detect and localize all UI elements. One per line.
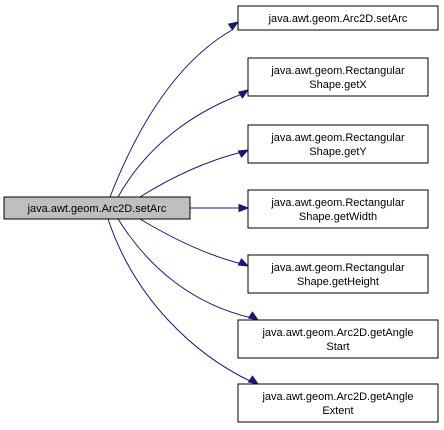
target-node-label-line-1: java.awt.geom.Rectangular [270, 132, 405, 144]
target-node-arc2d-setarc[interactable]: java.awt.geom.Arc2D.setArc [237, 5, 439, 31]
target-node-label-line-2: Shape.getY [309, 146, 367, 158]
target-node-label-line-2: Shape.getWidth [299, 211, 377, 223]
arrowhead-icon [237, 257, 250, 267]
edge-to-arc2d-setarc [109, 29, 233, 198]
target-node-label-line-1: java.awt.geom.Arc2D.getAngle [261, 327, 413, 339]
target-node-getheight[interactable]: java.awt.geom.Rectangular Shape.getHeigh… [247, 254, 429, 294]
target-node-box [247, 254, 429, 294]
arrowhead-icon [247, 311, 260, 321]
arrowhead-icon [237, 89, 250, 99]
edge-to-getanglestart [117, 218, 253, 319]
arrowhead-icon [247, 375, 260, 385]
target-node-box [237, 319, 439, 359]
target-node-getangleextent[interactable]: java.awt.geom.Arc2D.getAngle Extent [237, 383, 439, 423]
edge-to-gety [139, 151, 243, 198]
call-edges [107, 21, 260, 385]
source-node-label: java.awt.geom.Arc2D.setArc [27, 203, 167, 215]
target-node-box [247, 189, 429, 229]
target-node-getx[interactable]: java.awt.geom.Rectangular Shape.getX [247, 57, 429, 97]
source-node-box [3, 196, 191, 220]
edge-to-getheight [139, 218, 243, 265]
target-node-box [247, 57, 429, 97]
edge-to-getx [117, 93, 243, 198]
edge-to-getangleextent [107, 218, 253, 383]
target-node-box [237, 383, 439, 423]
arrowhead-icon [237, 149, 250, 159]
target-node-label-line-2: Shape.getX [309, 79, 367, 91]
source-node[interactable]: java.awt.geom.Arc2D.setArc [3, 196, 191, 220]
target-node-label-line-1: java.awt.geom.Rectangular [270, 65, 405, 77]
target-node-label-line-2: Shape.getHeight [297, 276, 379, 288]
target-node-label: java.awt.geom.Arc2D.setArc [268, 13, 408, 25]
arrowhead-icon [227, 21, 240, 31]
target-node-box [247, 124, 429, 164]
target-node-gety[interactable]: java.awt.geom.Rectangular Shape.getY [247, 124, 429, 164]
target-node-label-line-2: Extent [322, 405, 353, 417]
target-node-label-line-1: java.awt.geom.Rectangular [270, 262, 405, 274]
target-node-label-line-2: Start [326, 341, 349, 353]
target-node-label-line-1: java.awt.geom.Arc2D.getAngle [261, 391, 413, 403]
target-node-box [237, 5, 439, 31]
arrowhead-icon [238, 203, 250, 213]
target-node-getanglestart[interactable]: java.awt.geom.Arc2D.getAngle Start [237, 319, 439, 359]
target-node-label-line-1: java.awt.geom.Rectangular [270, 197, 405, 209]
target-node-getwidth[interactable]: java.awt.geom.Rectangular Shape.getWidth [247, 189, 429, 229]
